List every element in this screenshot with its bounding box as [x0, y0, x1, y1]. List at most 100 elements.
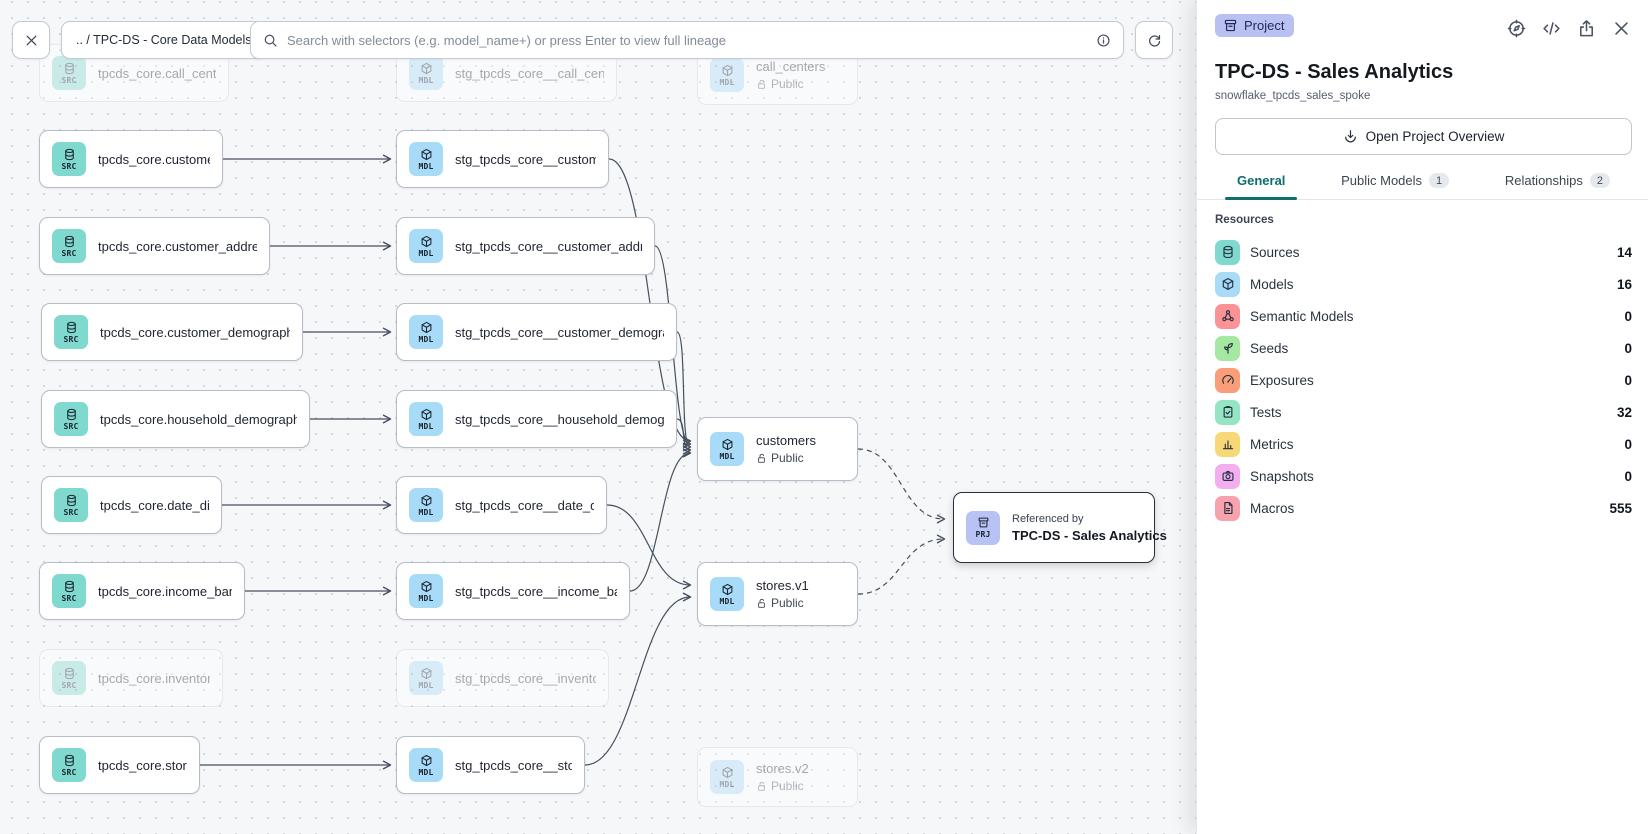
cube-icon: MDL — [710, 760, 744, 794]
node-label: stores.v1 — [756, 578, 809, 593]
node-label: stg_tpcds_core__customer_address — [455, 238, 642, 254]
database-icon: SRC — [52, 661, 86, 695]
node-label: customers — [756, 433, 816, 448]
database-icon: SRC — [54, 402, 88, 436]
search-icon — [263, 33, 278, 48]
cube-icon: MDL — [409, 488, 443, 522]
node-label: tpcds_core.household_demographics — [100, 411, 297, 427]
access-public: Public — [756, 451, 816, 465]
resource-count: 0 — [1624, 340, 1632, 356]
node-label: TPC-DS - Sales Analytics — [1012, 527, 1167, 543]
close-icon[interactable] — [1610, 17, 1632, 39]
resources-header: Resources — [1215, 214, 1274, 226]
info-icon[interactable] — [1096, 33, 1111, 48]
node-label: stg_tpcds_core__call_center — [455, 65, 604, 81]
database-icon: SRC — [52, 56, 86, 90]
search-bar — [250, 21, 1124, 59]
lineage-edge — [606, 504, 692, 590]
lock-open-icon — [756, 598, 767, 609]
resource-label: Semantic Models — [1250, 308, 1354, 324]
resource-row-semantic-models[interactable]: Semantic Models 0 — [1215, 300, 1632, 332]
project-details-panel: Project TPC-DS - Sales Analytics snowfla… — [1196, 0, 1648, 834]
lineage-edge — [584, 592, 692, 766]
barchart-icon — [1215, 431, 1240, 457]
camera-icon — [1215, 463, 1240, 489]
cube-icon: MDL — [710, 432, 744, 466]
node-src-household-demographics[interactable]: SRC tpcds_core.household_demographics — [41, 390, 310, 448]
refresh-button[interactable] — [1135, 21, 1173, 59]
resource-row-models[interactable]: Models 16 — [1215, 268, 1632, 300]
access-public: Public — [756, 77, 825, 91]
resource-row-snapshots[interactable]: Snapshots 0 — [1215, 460, 1632, 492]
resource-count: 0 — [1624, 308, 1632, 324]
database-icon: SRC — [52, 748, 86, 782]
tab-general[interactable]: General — [1225, 173, 1298, 200]
code-icon[interactable] — [1540, 17, 1562, 39]
breadcrumb-label: .. / TPC-DS - Core Data Models — [76, 33, 252, 47]
open-project-overview-button[interactable]: Open Project Overview — [1215, 118, 1632, 155]
cube-icon: MDL — [409, 574, 443, 608]
resource-count: 0 — [1624, 372, 1632, 388]
node-label: tpcds_core.customer — [98, 151, 210, 167]
resource-count: 14 — [1616, 244, 1632, 260]
resource-count: 0 — [1624, 468, 1632, 484]
node-prj-sales-analytics[interactable]: PRJ Referenced by TPC-DS - Sales Analytics — [953, 492, 1167, 563]
node-label: stg_tpcds_core__income_band — [455, 583, 617, 599]
database-icon: SRC — [52, 142, 86, 176]
cube-icon: MDL — [409, 229, 443, 263]
resource-label: Sources — [1250, 244, 1300, 260]
access-public: Public — [756, 779, 809, 793]
node-label: stg_tpcds_core__date_dim — [455, 497, 594, 513]
node-mdl-stg-customer-address[interactable]: MDL stg_tpcds_core__customer_address — [396, 217, 655, 275]
node-pretitle: Referenced by — [1012, 512, 1084, 525]
node-label: stg_tpcds_core__inventory — [455, 670, 596, 686]
close-lineage-button[interactable] — [12, 21, 50, 59]
resource-row-sources[interactable]: Sources 14 — [1215, 236, 1632, 268]
clipboard-icon — [1215, 399, 1240, 425]
overview-icon — [1343, 129, 1358, 144]
resource-label: Snapshots — [1250, 468, 1314, 484]
breadcrumb[interactable]: .. / TPC-DS - Core Data Models — [61, 21, 267, 59]
node-label: stores.v2 — [756, 761, 809, 776]
share-icon[interactable] — [1575, 17, 1597, 39]
compass-icon[interactable] — [1505, 17, 1527, 39]
database-icon: SRC — [54, 488, 88, 522]
resource-count: 16 — [1616, 276, 1632, 292]
tab-label: Public Models — [1341, 173, 1423, 188]
database-icon: SRC — [54, 315, 88, 349]
node-mdl-stg-income-band[interactable]: MDL stg_tpcds_core__income_band — [396, 562, 630, 620]
tab-count-badge: 2 — [1589, 173, 1610, 188]
resource-label: Models — [1250, 276, 1294, 292]
archive-icon: PRJ — [966, 510, 1000, 545]
lock-open-icon — [756, 79, 767, 90]
node-src-customer[interactable]: SRC tpcds_core.customer — [39, 130, 223, 188]
node-mdl-stg-date-dim[interactable]: MDL stg_tpcds_core__date_dim — [396, 476, 607, 534]
search-input[interactable] — [287, 32, 1087, 48]
node-label: stg_tpcds_core__store — [455, 757, 572, 773]
database-icon: SRC — [52, 574, 86, 608]
resource-label: Macros — [1250, 500, 1295, 516]
